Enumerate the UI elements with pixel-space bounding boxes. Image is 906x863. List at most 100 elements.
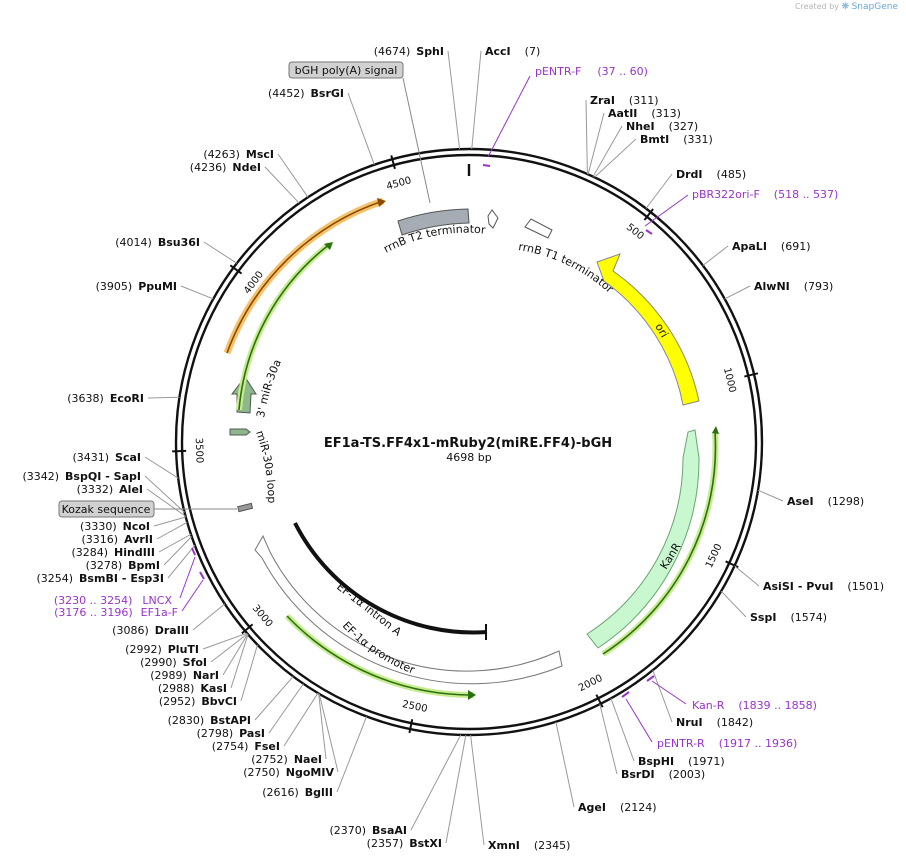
site-bsrdi-position: (2003) [669,768,706,781]
primer-lncx-label: (3230 .. 3254)LNCX [54,594,173,607]
tick-label-4500: 4500 [385,175,412,192]
site-pluti-leader [202,632,248,650]
site-bsphi-label: BspHI(1971) [638,755,725,768]
site-zrai-name: ZraI [590,94,615,107]
created-by-attribution: Created by ❋ SnapGene [795,2,898,12]
site-pasi-label: (2798)PasI [197,727,265,740]
plasmid-name: EF1a-TS.FF4x1-mRuby2(miRE.FF4)-bGH [324,436,612,451]
site-bspqi-name2: - SapI [105,470,141,483]
orange-orf-head [377,198,386,207]
site-msci-position: (4263) [203,148,240,161]
site-apali-leader [702,245,729,266]
site-asei-leader [757,489,784,502]
site-bsrdi-label: BsrDI(2003) [621,768,705,781]
site-hindiii-leader [158,533,192,553]
site-asisi-label: AsiSI- PvuI(1501) [763,580,884,593]
ef1a-orf-line [286,615,474,696]
site-bstxi-position: (2357) [367,837,404,850]
ef1a-promoter-feature [254,534,563,685]
site-bsu36i-leader [203,241,238,264]
tick-2000 [595,694,604,708]
primer-pentr-f-label: pENTR-F(37 .. 60) [535,65,648,78]
site-bsu36i-name: Bsu36I [158,236,200,249]
snapgene-logo-icon: ❋ [841,2,850,12]
site-bmti-label: BmtI(331) [640,133,713,146]
site-pasi-name: PasI [239,727,265,740]
site-avrii-label: (3316)AvrII [82,533,153,546]
tick-500 [643,208,654,221]
site-ncoi-leader [153,516,186,527]
site-avrii-name: AvrII [124,533,153,546]
site-bspqi-name: BspQI [65,470,101,483]
site-ppumi-name: PpuMI [138,280,177,293]
site-alwni-name: AlwNI [754,280,790,293]
site-nari-leader [222,633,249,676]
green-orf-head [324,242,333,250]
tick-1000 [744,372,759,378]
site-naei-position: (2752) [251,753,288,766]
primer-kan-r-mark [646,675,655,682]
site-nrui-position: (1842) [717,716,754,729]
primer-pbr322ori-f-label: pBR322ori-F(518 .. 537) [692,188,838,201]
site-agei-label: AgeI(2124) [578,801,657,814]
orange-orf-line [226,200,384,354]
site-msci-label: (4263)MscI [203,148,274,161]
site-alei-name: AleI [119,483,143,496]
site-sspi-label: SspI(1574) [750,611,827,624]
site-bstapi-name: BstAPI [210,714,251,727]
primer-ef1a-f-mark [199,571,205,580]
kozak-box [58,500,155,518]
site-bspqi-leader [144,475,185,513]
site-bsrdi-leader [599,704,618,775]
site-alei-position: (3332) [77,483,114,496]
site-sfoi-position: (2990) [140,656,177,669]
small-arrow-feature [487,209,499,229]
site-bsrgi-position: (4452) [268,87,305,100]
site-ppumi-label: (3905)PpuMI [96,280,177,293]
site-xmni-leader [470,734,485,846]
site-ncoi-position: (3330) [80,520,117,533]
site-naei-label: (2752) NaeI [251,753,322,766]
site-asisi-name: AsiSI [763,580,794,593]
site-sfoi-label: (2990)SfoI [140,656,207,669]
site-bglii-label: (2616)BglII [262,786,333,799]
site-apali-position: (691) [781,240,811,253]
site-scai-name: ScaI [115,451,141,464]
site-asei-label: AseI(1298) [787,495,864,508]
kanr-orf-line [602,431,717,655]
tick-1500 [725,560,739,569]
site-bpmi-leader [163,536,193,566]
site-acci-position: (7) [525,45,541,58]
site-bpmi-name: BpmI [128,559,160,572]
site-ndei-leader [264,166,300,204]
site-naei-name: NaeI [294,753,322,766]
site-nhei-position: (327) [669,120,699,133]
site-ecori-position: (3638) [67,392,104,405]
site-hindiii-label: (3284)HindIII [71,546,155,559]
site-scai-leader [144,456,179,479]
site-bbvci-position: (2952) [159,695,196,708]
site-bglii-leader [336,716,368,793]
site-drdi-name: DrdI [676,168,703,181]
site-bbvci-name: BbvCI [201,695,237,708]
site-bglii-name: BglII [305,786,333,799]
primers: pENTR-F(37 .. 60) pBR322ori-F(518 .. 537… [54,65,838,750]
site-ndei-label: (4236)NdeI [190,161,261,174]
site-bstapi-position: (2830) [168,714,205,727]
tick-label-3500: 3500 [193,438,205,464]
site-xmni-name: XmnI [488,839,520,852]
site-nari-name: NarI [193,669,219,682]
tick-label-1000: 1000 [721,366,738,393]
site-bsmbi-name2: - Esp3I [122,572,164,585]
site-sspi-name: SspI [750,611,776,624]
site-bstapi-leader [254,676,294,721]
rrnb-t2-feature [397,208,470,236]
site-bstxi-name: BstXI [409,837,442,850]
site-acci-leader [471,50,482,150]
site-ppumi-leader [180,285,214,300]
site-kasi-position: (2988) [158,682,195,695]
site-nrui-name: NruI [676,716,703,729]
bgh-leader [402,77,431,204]
site-bmti-position: (331) [683,133,713,146]
